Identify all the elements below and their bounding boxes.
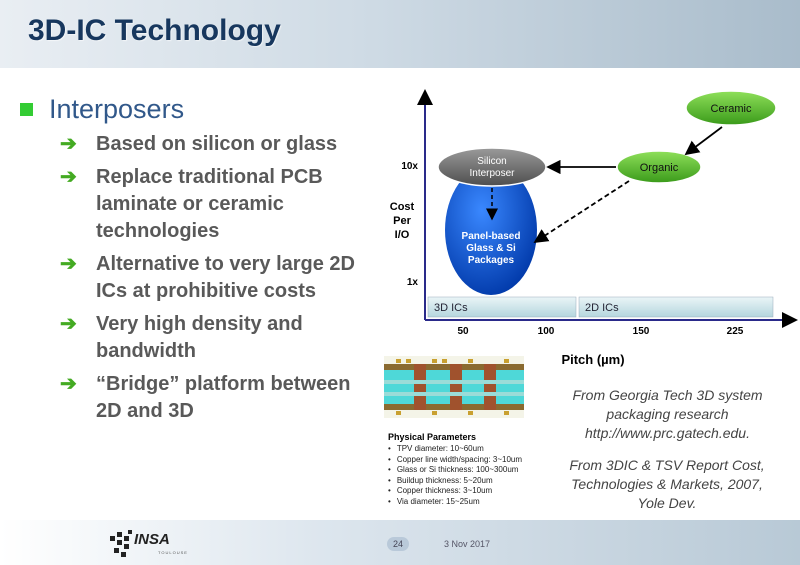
node-label: Glass & Si — [466, 243, 516, 254]
sub-bullet-text: Based on silicon or glass — [96, 133, 338, 155]
credit-line: http://www.prc.gatech.edu. — [585, 425, 750, 441]
param-item: Copper line width/spacing: 3~10um — [388, 455, 558, 466]
node-label: Interposer — [469, 168, 515, 179]
page-number: 24 — [387, 537, 409, 551]
x-tick-label: 150 — [633, 326, 650, 337]
organic-node — [616, 150, 702, 184]
arrow-ceramic-organic — [684, 126, 723, 156]
node-label: Panel-based — [462, 231, 521, 242]
slide-title: 3D-IC Technology — [28, 14, 281, 47]
param-item: Via diameter: 15~25um — [388, 497, 558, 508]
y-axis-label-line: Cost — [390, 201, 415, 213]
panel-packages-node — [445, 165, 537, 295]
arrow-bullet-icon: ➔ — [60, 133, 77, 155]
param-item: Glass or Si thickness: 100~300um — [388, 465, 558, 476]
arrow-bullet-icon: ➔ — [60, 373, 77, 395]
x-tick-label: 100 — [538, 326, 555, 337]
sub-bullet: ➔ “Bridge” platform between 2D and 3D — [60, 371, 365, 425]
y-tick-label: 1x — [407, 277, 419, 288]
sub-bullet-text: Very high density and bandwidth — [96, 313, 303, 362]
sub-bullet: ➔ Alternative to very large 2D ICs at pr… — [60, 251, 365, 305]
region-label: 3D ICs — [434, 302, 468, 314]
node-label: Silicon — [477, 156, 506, 167]
param-item: Buildup thickness: 5~20um — [388, 476, 558, 487]
sub-bullet: ➔ Replace traditional PCB laminate or ce… — [60, 164, 365, 245]
sub-bullet-text: Replace traditional PCB laminate or cera… — [96, 166, 323, 242]
credit-line: packaging research — [606, 406, 729, 422]
bullet-main-text: Interposers — [49, 94, 185, 124]
logo-text: INSA — [134, 531, 170, 548]
arrow-organic-panel — [533, 180, 630, 243]
sub-bullet-text: “Bridge” platform between 2D and 3D — [96, 373, 351, 422]
node-label: Ceramic — [711, 103, 752, 115]
sub-bullet-text: Alternative to very large 2D ICs at proh… — [96, 253, 355, 302]
x-tick-label: 50 — [457, 326, 469, 337]
node-label: Organic — [640, 162, 679, 174]
arrow-bullet-icon: ➔ — [60, 313, 77, 335]
region-label: 2D ICs — [585, 302, 619, 314]
sub-bullet: ➔ Very high density and bandwidth — [60, 311, 365, 365]
arrow-bullet-icon: ➔ — [60, 253, 77, 275]
interposer-cross-section-image — [384, 356, 524, 418]
bullet-list: Interposers ➔ Based on silicon or glass … — [20, 94, 365, 431]
square-bullet-icon — [20, 103, 33, 116]
cost-pitch-diagram: Cost Per I/O 10x 1x 3D ICs 2D ICs 50 100… — [390, 89, 798, 367]
arrow-bullet-icon: ➔ — [60, 166, 77, 188]
node-label: Packages — [468, 255, 515, 266]
param-item: Copper thickness: 3~10um — [388, 486, 558, 497]
credit-line: From Georgia Tech 3D system — [572, 387, 763, 403]
sub-bullet: ➔ Based on silicon or glass — [60, 131, 365, 158]
logo-subtext: TOULOUSE — [158, 550, 188, 555]
physical-parameters: Physical Parameters TPV diameter: 10~60u… — [388, 432, 558, 507]
y-axis-label-line: I/O — [395, 229, 410, 241]
params-title: Physical Parameters — [388, 432, 477, 442]
param-item: TPV diameter: 10~60um — [388, 444, 558, 455]
slide-date: 3 Nov 2017 — [444, 539, 491, 549]
source-credit-georgia-tech: From Georgia Tech 3D system packaging re… — [565, 386, 770, 443]
credit-line: From 3DIC & TSV Report Cost, — [569, 457, 765, 473]
silicon-interposer-node — [437, 147, 547, 187]
source-credit-yole: From 3DIC & TSV Report Cost, Technologie… — [562, 456, 772, 513]
credit-line: Technologies & Markets, 2007, — [571, 476, 763, 492]
header-bar — [0, 0, 800, 68]
insa-logo-icon — [110, 530, 132, 557]
y-tick-label: 10x — [401, 161, 418, 172]
ceramic-node — [685, 90, 777, 126]
credit-line: Yole Dev. — [637, 495, 697, 511]
x-tick-label: 225 — [727, 326, 744, 337]
region-3d-ics — [427, 296, 577, 318]
y-axis-label-line: Per — [393, 215, 411, 227]
region-2d-ics — [578, 296, 774, 318]
x-axis-label: Pitch (µm) — [561, 352, 624, 367]
bullet-main: Interposers — [20, 94, 365, 125]
